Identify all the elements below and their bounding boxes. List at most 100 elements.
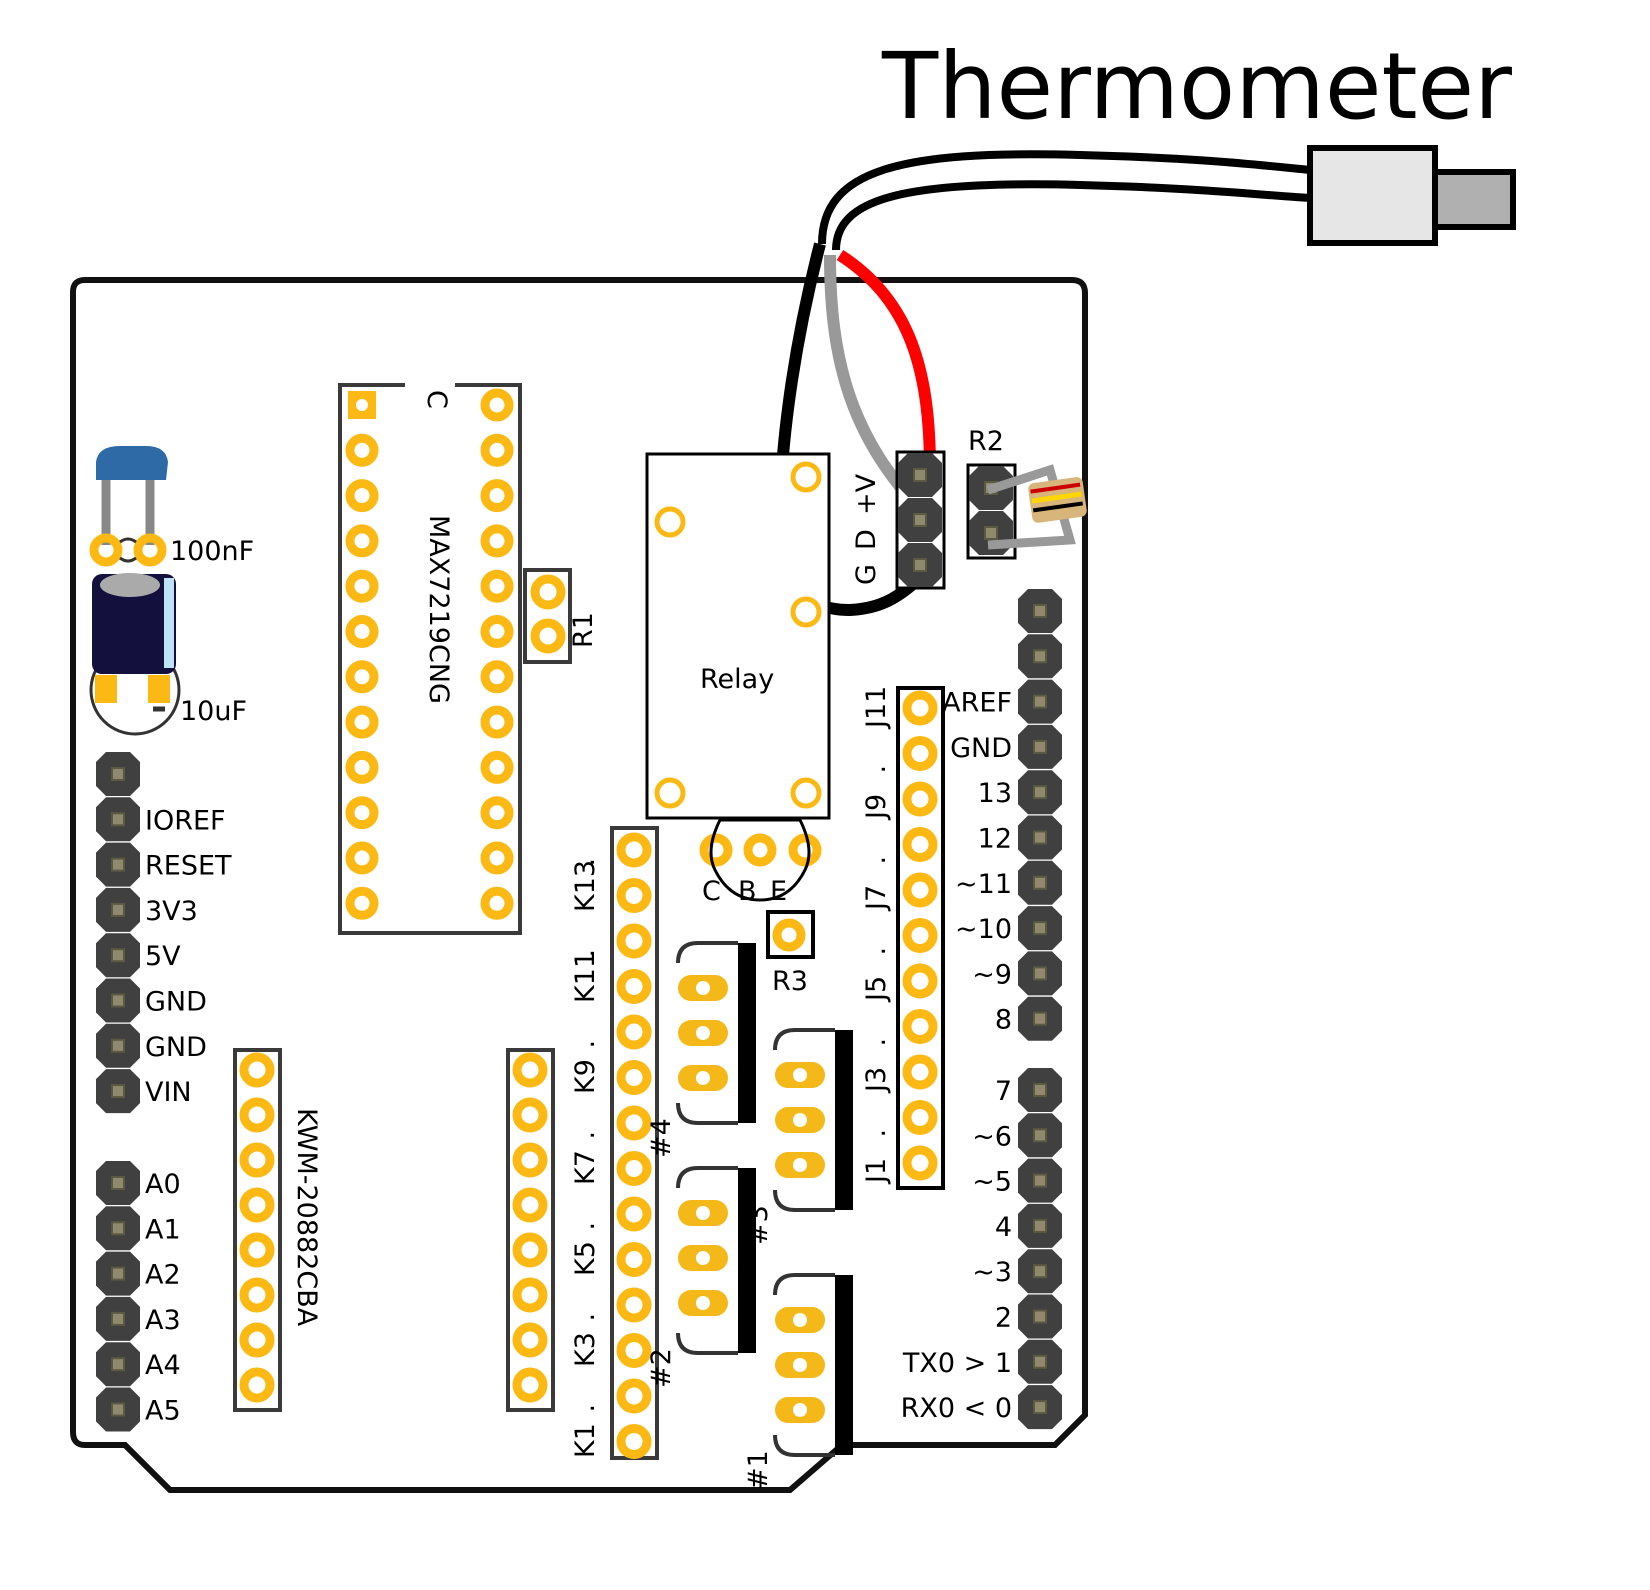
j-header-outline [896, 686, 945, 1190]
voltage-regulator: #3 [743, 1028, 853, 1245]
power-label: RESET [145, 851, 232, 882]
k-header-label: . [570, 1404, 601, 1413]
j-header-label: . [861, 1038, 892, 1047]
j-pad [902, 872, 938, 908]
j-header-label: J5 [861, 976, 892, 1003]
ceramic-capacitor [89, 446, 168, 567]
digital-label: 13 [978, 778, 1012, 809]
pad [512, 1142, 548, 1178]
digital-label: 8 [995, 1005, 1012, 1036]
display-pad [239, 1277, 275, 1313]
digital-pin [1018, 996, 1062, 1041]
display-pad [239, 1367, 275, 1403]
cap-100nf-label: 100nF [170, 536, 254, 567]
ic-pad [345, 841, 379, 875]
pad [512, 1187, 548, 1223]
analog-label: A4 [145, 1350, 181, 1381]
sensor-header-pin [898, 453, 942, 497]
digital-label: GND [950, 733, 1012, 764]
k-header-label: K5 [570, 1241, 601, 1276]
display-pad [239, 1232, 275, 1268]
j-pad [902, 736, 938, 771]
pad [512, 1052, 548, 1088]
analog-pin [96, 1206, 140, 1251]
j-pad [902, 1009, 938, 1044]
j-pad [902, 1100, 938, 1135]
j-header-label: J3 [861, 1067, 892, 1094]
power-label: 5V [145, 941, 181, 972]
k-header-label: K1 [570, 1423, 601, 1458]
j-pad [902, 690, 938, 726]
r3-label: R3 [772, 966, 808, 997]
ic-pad [345, 569, 379, 603]
power-label: VIN [145, 1077, 192, 1108]
digital-pin [1018, 1158, 1062, 1203]
k-pad [616, 1060, 652, 1095]
left-8pin-header [506, 1048, 555, 1412]
power-pin [96, 842, 140, 887]
transistor-pin-e: E [770, 876, 787, 907]
j-header-label: J7 [861, 885, 892, 912]
digital-label: ~11 [955, 869, 1012, 900]
j-pad [902, 963, 938, 999]
digital-label: ~10 [955, 914, 1012, 945]
r3-outline [766, 910, 815, 959]
ic-pad [345, 479, 379, 513]
power-label: GND [145, 1032, 207, 1063]
digital-pin [1018, 1294, 1062, 1339]
j-header-label: . [861, 856, 892, 865]
ic-pad [480, 388, 514, 422]
sensor-pin-d: D [851, 529, 882, 550]
pad [512, 1097, 548, 1133]
voltage-regulator: #1 [743, 1273, 853, 1490]
r1-pad [530, 574, 566, 610]
regulator-label: #4 [646, 1118, 677, 1158]
j-header-label: . [861, 765, 892, 774]
digital-pin [1018, 770, 1062, 815]
digital-pin [1018, 1068, 1062, 1112]
digital-pin [1018, 724, 1062, 769]
pad [512, 1277, 548, 1313]
digital-label: ~9 [972, 959, 1012, 990]
voltage-regulator: #2 [646, 1166, 756, 1388]
digital-pin [1018, 1113, 1062, 1158]
k-pad [616, 1014, 652, 1050]
ic-pad [480, 479, 514, 513]
r3-pad [772, 918, 806, 952]
ic-pad [480, 841, 514, 875]
digital-pin [1018, 634, 1062, 679]
probe-body [1307, 145, 1438, 246]
ic-pad [345, 705, 379, 739]
power-label: 3V3 [145, 896, 198, 927]
k-pad [616, 1151, 652, 1186]
digital-label: AREF [942, 688, 1012, 719]
digital-pin [1018, 589, 1062, 633]
j-pad [902, 1054, 938, 1090]
arduino-shield-outline [70, 277, 1088, 1493]
ic-pad [480, 886, 514, 920]
digital-pin [1018, 906, 1062, 951]
display-name-label: KWM-20882CBA [291, 1108, 322, 1327]
digital-label: ~5 [972, 1167, 1012, 1198]
ic-pad [345, 615, 379, 648]
ic-pad [480, 796, 514, 830]
digital-pin [1018, 1385, 1062, 1430]
r2-resistor [986, 464, 1087, 550]
regulator-label: #3 [743, 1205, 774, 1245]
digital-label: ~3 [972, 1257, 1012, 1288]
ic-pad [345, 886, 379, 920]
k-header-label: K11 [570, 951, 601, 1003]
ic-name-label: MAX7219CNG [423, 515, 454, 704]
k-pad [616, 878, 652, 913]
analog-pin [96, 1387, 140, 1432]
display-pad [239, 1097, 275, 1133]
power-pin [96, 797, 140, 842]
r1-pad [530, 618, 566, 654]
display-pad [239, 1187, 275, 1223]
k-pad [616, 969, 652, 1004]
k-pad [616, 1333, 652, 1368]
k-pad [616, 832, 652, 868]
power-pin [96, 1069, 140, 1114]
k-header-label: K7 [570, 1150, 601, 1185]
